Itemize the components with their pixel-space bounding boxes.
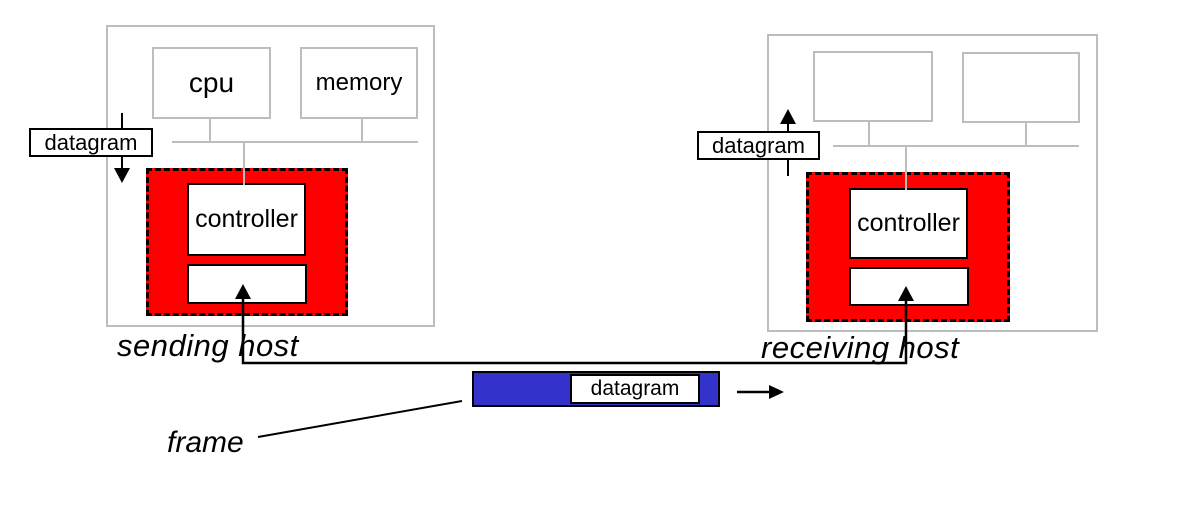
receiving-host-label: receiving host [761,330,960,365]
frame-direction-arrowhead-icon [769,385,784,399]
memory-label: memory [315,69,403,96]
receiving-datagram-tag: datagram [697,131,820,160]
frame-path [235,284,914,365]
frame-direction-arrow [737,385,784,399]
frame-rect: datagram [472,371,720,407]
frame-path-line [241,296,908,365]
sending-controller-label: controller [195,205,298,233]
receiving-cpu-box [813,51,933,122]
sending-memory-box: memory [300,47,418,119]
receiving-controller-box: controller [849,188,968,259]
frame-pointer-line [257,400,463,438]
receiving-datagram-tag-label: datagram [712,132,805,158]
frame-datagram-label: datagram [590,377,680,400]
sending-datagram-tag: datagram [29,128,153,157]
datagram-up-arrowhead-icon [780,109,796,124]
sending-nic-arrowhead-icon [235,284,251,299]
cpu-label: cpu [188,67,235,98]
receiving-nic-arrowhead-icon [898,286,914,301]
frame-datagram-box: datagram [570,374,700,404]
receiving-memory-box [962,52,1080,123]
frame-label: frame [167,426,244,459]
sending-controller-box: controller [187,183,306,256]
receiving-controller-label: controller [857,209,960,237]
receiving-bus-lines [833,121,1079,190]
datagram-down-arrowhead-icon [114,168,130,183]
receiving-host-box [767,34,1098,332]
sending-bus-lines [172,118,418,185]
sending-host-label: sending host [117,328,299,363]
sending-cpu-box: cpu [152,47,271,119]
sending-host-box [106,25,435,327]
sending-datagram-tag-label: datagram [44,129,138,155]
